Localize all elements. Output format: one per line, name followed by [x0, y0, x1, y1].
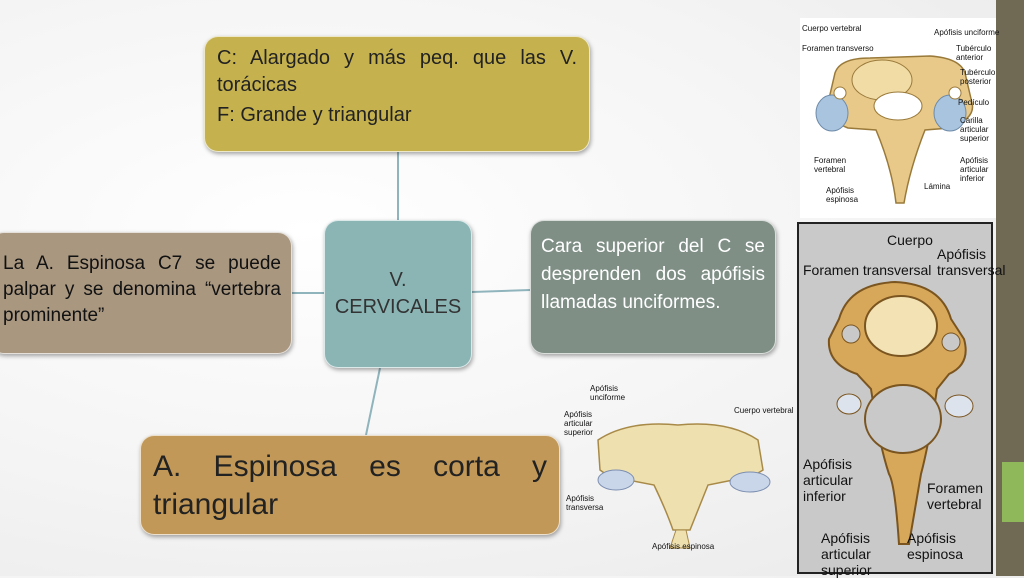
bottom-node-text: A. Espinosa es corta y triangular — [153, 450, 547, 521]
fig2-label-6: Apófisis espinosa — [907, 530, 964, 562]
fig1-label-4: Tubérculo posterior — [960, 68, 996, 86]
vertebra-illustration-1 — [815, 55, 974, 204]
fig2-label-0: Cuerpo — [887, 232, 933, 248]
center-title-line1: V. — [389, 269, 407, 291]
left-node-text: La A. Espinosa C7 se puede palpar y se d… — [3, 253, 281, 326]
fig1-label-7: Apófisis articular inferior — [960, 156, 989, 183]
fig1-label-1: Foramen transverso — [802, 44, 874, 53]
fig1-label-3: Tubérculo anterior — [956, 44, 992, 62]
fig2-label-2: Apófisis transversal — [937, 246, 1006, 278]
fig1-label-6: Carilla articular superior — [960, 116, 989, 143]
vertebra-figure-anterior-view: Apófisis unciforme Apófisis articular su… — [558, 380, 798, 556]
fig1-label-9: Apófisis espinosa — [826, 186, 859, 204]
fig2-label-3: Apófisis articular inferior — [803, 456, 853, 504]
fig2-label-4: Foramen vertebral — [927, 480, 984, 512]
connector-bottom — [365, 367, 381, 436]
center-title-line2: CERVICALES — [334, 296, 462, 318]
vertebra-illustration-3 — [597, 423, 771, 549]
fig3-label-1: Apófisis articular superior — [564, 410, 593, 437]
vertebra-figure-superior-view: Cuerpo vertebral Foramen transverso Apóf… — [800, 18, 1000, 218]
connector-right — [471, 289, 531, 293]
fig1-label-5: Pedículo — [958, 98, 990, 107]
fig3-label-2: Cuerpo vertebral — [734, 406, 794, 415]
fig1-label-8: Foramen vertebral — [814, 156, 847, 174]
node-top-characteristics: C: Alargado y más peq. que las V. toráci… — [204, 36, 590, 152]
right-node-text: Cara superior del C se desprenden dos ap… — [541, 236, 765, 313]
node-right-uncinate: Cara superior del C se desprenden dos ap… — [530, 220, 776, 354]
node-center-title: V. CERVICALES — [324, 220, 472, 368]
fig1-label-2: Apófisis unciforme — [934, 28, 1000, 37]
fig2-label-5: Apófisis articular superior — [821, 530, 872, 578]
vertebra-figure-labeled: Cuerpo Foramen transversal Apófisis tran… — [797, 222, 1006, 578]
top-line-body: C: Alargado y más peq. que las V. toráci… — [217, 47, 577, 96]
fig3-label-0: Apófisis unciforme — [590, 384, 626, 402]
fig3-label-4: Apófisis espinosa — [652, 542, 715, 551]
vertebra-illustration-2 — [827, 280, 974, 545]
fig3-label-3: Apófisis transversa — [566, 494, 604, 512]
fig1-label-0: Cuerpo vertebral — [802, 24, 862, 33]
node-bottom-spinous: A. Espinosa es corta y triangular — [140, 435, 560, 535]
fig1-label-10: Lámina — [924, 182, 951, 191]
top-line-foramen: F: Grande y triangular — [217, 104, 412, 126]
fig2-label-1: Foramen transversal — [803, 262, 932, 278]
node-left-c7: La A. Espinosa C7 se puede palpar y se d… — [0, 232, 292, 354]
rail-accent-notch — [1002, 462, 1024, 522]
